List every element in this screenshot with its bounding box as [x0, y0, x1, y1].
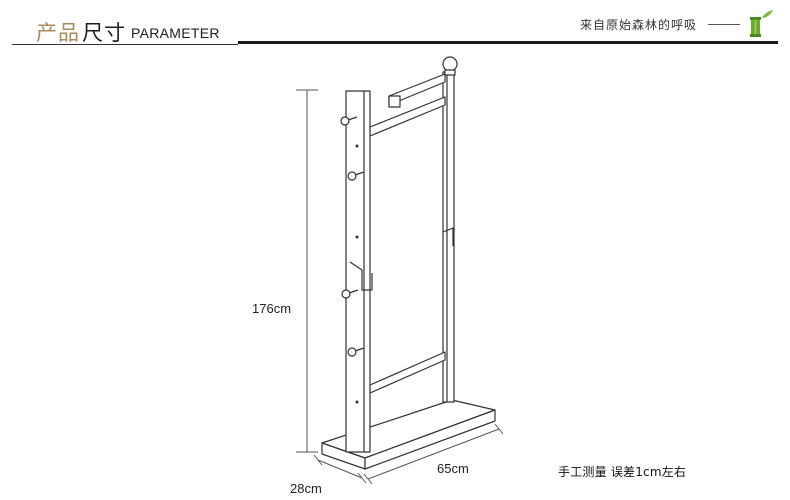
measurement-note: 手工测量 误差1cm左右	[558, 465, 687, 479]
title-main: 尺寸	[82, 21, 126, 45]
height-dimension	[296, 89, 318, 453]
screw-dots	[355, 144, 359, 404]
height-label: 176cm	[252, 301, 292, 316]
top-hanger-rail	[388, 73, 446, 108]
slogan: 来自原始森林的呼吸	[580, 18, 698, 32]
slogan-dash	[708, 24, 740, 25]
title-english: PARAMETER	[131, 25, 220, 41]
right-post	[442, 56, 458, 403]
title-underline	[12, 44, 238, 45]
depth-label: 28cm	[290, 481, 322, 496]
depth-dimension	[313, 454, 367, 484]
width-label: 65cm	[437, 461, 469, 476]
cross-bars	[369, 96, 446, 394]
coat-hooks	[340, 116, 365, 357]
bamboo-leaf-logo-icon	[750, 10, 773, 37]
page-header: 产品 尺寸 PARAMETER 来自原始森林的呼吸	[0, 0, 790, 50]
header-divider	[238, 41, 778, 44]
left-post	[345, 90, 373, 453]
width-dimension	[363, 423, 504, 485]
title-accent: 产品	[36, 21, 80, 45]
